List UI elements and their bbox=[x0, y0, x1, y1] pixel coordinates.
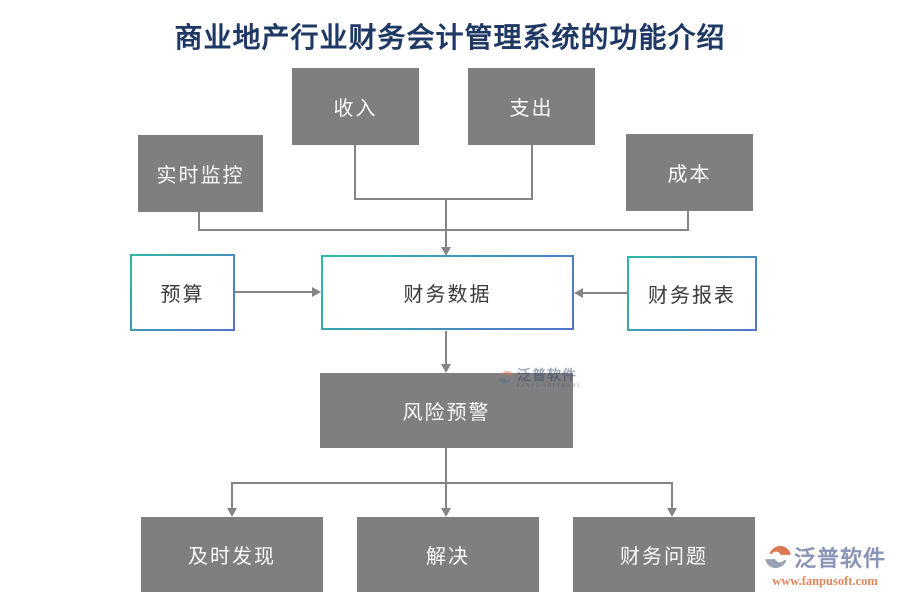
fanpu-logo-icon bbox=[764, 543, 792, 571]
node-risk-warning: 风险预警 bbox=[320, 373, 573, 448]
node-financial-report-label: 财务报表 bbox=[648, 285, 736, 307]
node-financial-report: 财务报表 bbox=[627, 256, 757, 331]
connector-branch-left bbox=[231, 482, 233, 509]
connector-branch-bar bbox=[231, 482, 673, 484]
connector-branch-center bbox=[445, 482, 447, 509]
connector-branch-right bbox=[671, 482, 673, 509]
node-cost-label: 成本 bbox=[667, 164, 712, 186]
connector-monitor-down bbox=[198, 212, 200, 231]
node-timely-discovery-label: 及时发现 bbox=[188, 546, 276, 568]
node-budget: 预算 bbox=[130, 254, 235, 331]
node-risk-warning-label: 风险预警 bbox=[402, 402, 491, 424]
node-realtime-monitor-label: 实时监控 bbox=[156, 165, 245, 187]
connector-data-to-risk bbox=[445, 331, 447, 365]
arrowhead-into-financial-data bbox=[441, 247, 451, 256]
arrowhead-data-to-risk bbox=[441, 364, 451, 373]
node-financial-problem: 财务问题 bbox=[573, 517, 755, 592]
connector-cost-down bbox=[687, 211, 689, 231]
connector-risk-down bbox=[445, 448, 447, 484]
node-solve-label: 解决 bbox=[426, 546, 470, 568]
arrowhead-branch-center bbox=[441, 508, 451, 517]
arrowhead-report-to-data bbox=[574, 288, 583, 298]
connector-into-financial-data bbox=[445, 200, 447, 248]
connector-income-down bbox=[354, 145, 356, 200]
connector-report-to-data bbox=[583, 292, 627, 294]
arrowhead-branch-left bbox=[227, 508, 237, 517]
watermark-url: www.fanpusoft.com bbox=[772, 574, 878, 588]
connector-income-expense-join bbox=[354, 198, 533, 200]
node-income: 收入 bbox=[292, 68, 419, 145]
node-timely-discovery: 及时发现 bbox=[141, 517, 323, 592]
arrowhead-branch-right bbox=[667, 508, 677, 517]
node-financial-problem-label: 财务问题 bbox=[620, 546, 708, 568]
node-cost: 成本 bbox=[626, 134, 753, 211]
watermark-main: 泛普软件 www.fanpusoft.com bbox=[756, 541, 894, 589]
node-realtime-monitor: 实时监控 bbox=[138, 135, 263, 212]
node-income-label: 收入 bbox=[333, 98, 378, 120]
node-financial-data-label: 财务数据 bbox=[403, 284, 492, 306]
node-budget-label: 预算 bbox=[160, 284, 205, 306]
page-title: 商业地产行业财务会计管理系统的功能介绍 bbox=[174, 23, 726, 54]
connector-budget-to-data bbox=[235, 291, 313, 293]
connector-expense-down bbox=[531, 145, 533, 200]
watermark-brand: 泛普软件 bbox=[793, 546, 886, 571]
node-expense: 支出 bbox=[468, 68, 595, 145]
node-solve: 解决 bbox=[357, 517, 539, 592]
arrowhead-budget-to-data bbox=[312, 287, 321, 297]
node-financial-data: 财务数据 bbox=[321, 255, 574, 330]
node-expense-label: 支出 bbox=[509, 98, 554, 120]
connector-monitor-cost-join bbox=[198, 229, 689, 231]
